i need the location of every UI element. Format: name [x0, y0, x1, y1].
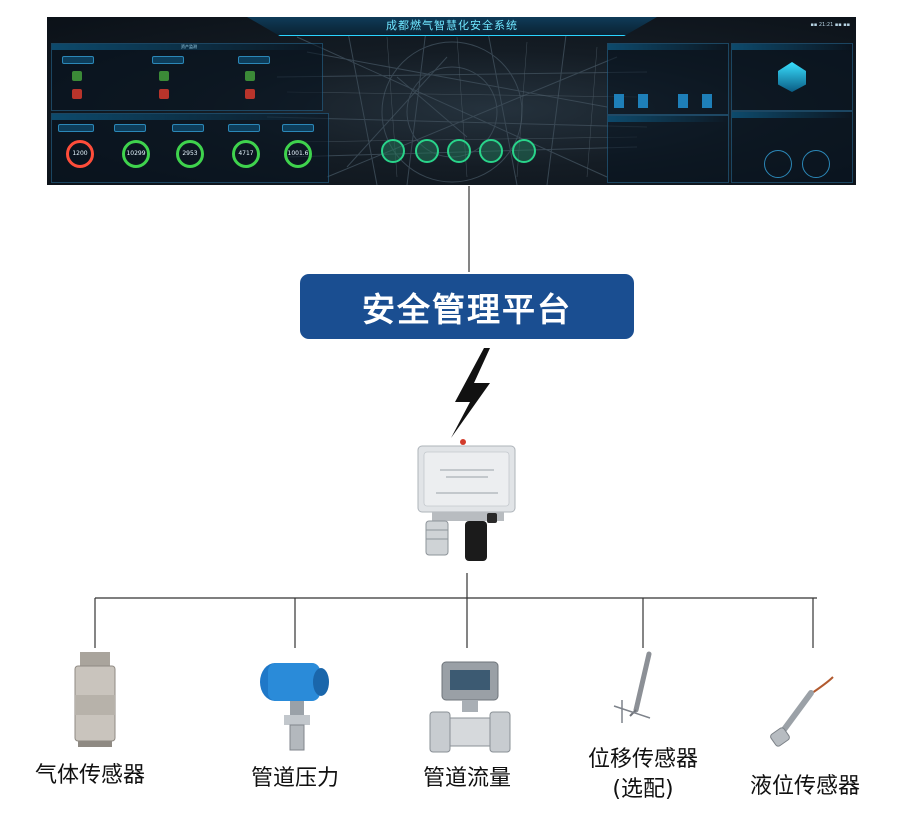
radar-icon: [764, 150, 792, 178]
gauge-4: 4717: [232, 140, 260, 168]
alarm-icon-3: [245, 71, 255, 81]
displacement-sensor-image: [613, 651, 652, 723]
stat-bar-4: [702, 94, 712, 108]
left-bottom-panel-head: [52, 114, 328, 120]
map-button-4[interactable]: [479, 139, 503, 163]
city-map: [266, 21, 648, 185]
far-right-panel-top: [731, 43, 853, 111]
far-right-panel-bottom: [731, 111, 853, 183]
lightning-bolt-icon: [451, 348, 490, 438]
right-panel-stats-head: [608, 44, 728, 50]
right-panel-list: [607, 115, 729, 183]
filter-chip-1[interactable]: [62, 56, 94, 64]
map-button-5[interactable]: [512, 139, 536, 163]
fault-icon-3: [245, 89, 255, 99]
stat-bar-2: [638, 94, 648, 108]
dashboard-title-bar: [247, 17, 657, 36]
stat-bar-3: [678, 94, 688, 108]
displacement-sensor-optional-label: (选配): [612, 777, 674, 802]
terminal-device: [417, 439, 516, 561]
filter-chip-2[interactable]: [152, 56, 184, 64]
gauge-chip-1[interactable]: [58, 124, 94, 132]
left-top-panel-head: 资产监测: [52, 44, 322, 50]
gauge-chip-3[interactable]: [172, 124, 204, 132]
pressure-sensor-label: 管道压力: [250, 766, 339, 791]
far-right-panel-top-head: [732, 44, 852, 50]
level-sensor-label: 液位传感器: [749, 774, 860, 799]
pressure-sensor-image: [260, 663, 329, 751]
left-top-panel: 资产监测: [51, 43, 323, 111]
flow-meter-label: 管道流量: [422, 766, 511, 791]
gauge-5: 1001.6: [284, 140, 312, 168]
gauge-3: 2953: [176, 140, 204, 168]
gauge-1: 1200: [66, 140, 94, 168]
dashboard-title: 成都燃气智慧化安全系统: [386, 19, 518, 32]
alarm-icon-1: [72, 71, 82, 81]
gauge-2: 10299: [122, 140, 150, 168]
stat-bar-1: [614, 94, 624, 108]
left-bottom-panel: 1200 10299 2953 4717 1001.6: [51, 113, 329, 183]
gauge-chip-2[interactable]: [114, 124, 146, 132]
gas-sensor-label: 气体传感器: [34, 763, 145, 788]
filter-chip-3[interactable]: [238, 56, 270, 64]
radar-icon-2: [802, 150, 830, 178]
gauge-chip-4[interactable]: [228, 124, 260, 132]
displacement-sensor-label: 位移传感器: [587, 747, 698, 772]
map-button-1[interactable]: [381, 139, 405, 163]
dashboard-clock: ▪▪ 21:21 ▪▪ ▪▪: [810, 22, 850, 28]
flow-meter-image: [429, 661, 511, 753]
fault-icon-1: [72, 89, 82, 99]
alarm-icon-2: [159, 71, 169, 81]
dashboard-screenshot: 成都燃气智慧化安全系统 ▪▪ 21:21 ▪▪ ▪▪ 资产监测 1200 102…: [47, 17, 856, 185]
level-sensor-image: [770, 676, 834, 747]
right-panel-stats: [607, 43, 729, 115]
safety-management-platform: 安全管理平台: [300, 274, 634, 339]
gas-sensor-image: [74, 652, 116, 747]
map-button-3[interactable]: [447, 139, 471, 163]
right-panel-list-head: [608, 116, 728, 122]
fault-icon-2: [159, 89, 169, 99]
map-button-2[interactable]: [415, 139, 439, 163]
gauge-chip-5[interactable]: [282, 124, 314, 132]
far-right-panel-bottom-head: [732, 112, 852, 118]
